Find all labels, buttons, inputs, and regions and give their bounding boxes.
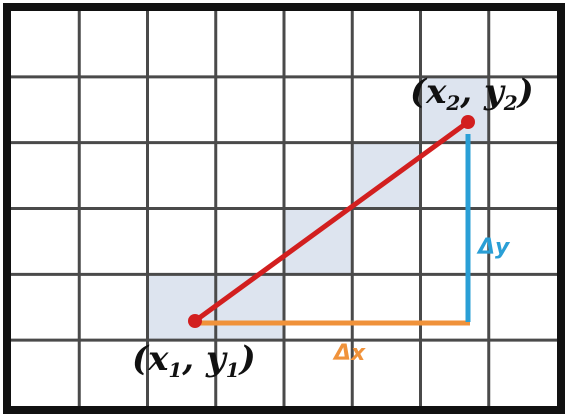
grid-border	[3, 3, 565, 414]
line-segment	[192, 119, 471, 324]
delta-y-label: Δy	[476, 235, 511, 260]
highlighted-cell	[284, 208, 353, 275]
highlighted-cell	[215, 274, 284, 341]
end-point-label: (x2, y2)	[410, 72, 534, 115]
start-point-marker	[188, 314, 202, 328]
highlighted-cell	[147, 274, 216, 341]
grid-lines	[11, 11, 557, 406]
end-point-marker	[461, 115, 475, 129]
start-point-label: (x1, y1)	[132, 339, 256, 382]
delta-x-label: Δx	[332, 341, 366, 366]
